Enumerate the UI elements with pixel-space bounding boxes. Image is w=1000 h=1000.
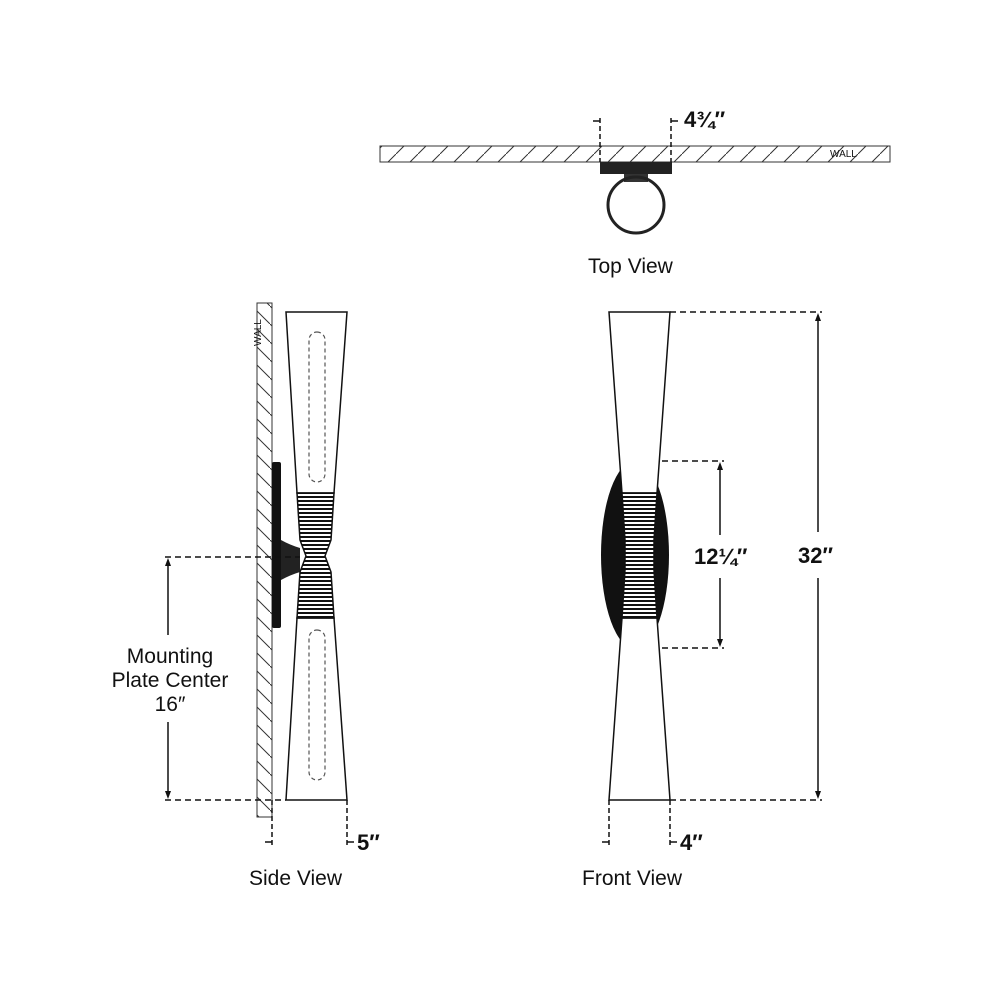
wall-section	[256, 302, 273, 818]
upper-shade	[285, 311, 348, 494]
wall-section	[379, 145, 891, 163]
shade-circle	[606, 175, 666, 235]
backplate-height-dimension: 12¼″	[694, 544, 748, 569]
woven-center	[296, 492, 335, 619]
top-view-wall-label: WALL	[830, 149, 857, 160]
front-view-title: Front View	[582, 867, 682, 890]
side-view-title: Side View	[249, 867, 343, 890]
woven-center	[621, 492, 658, 619]
top-view-drawing	[379, 118, 891, 235]
mounting-label-line2: Plate Center	[111, 669, 229, 692]
lower-shade	[608, 617, 671, 801]
mounting-plate	[600, 162, 672, 174]
mounting-height-dimension: 16″	[154, 693, 186, 716]
side-view-wall-label: WALL	[253, 319, 264, 346]
side-view-depth-dimension: 5″	[357, 830, 380, 855]
front-view-width-dimension: 4″	[680, 830, 703, 855]
top-view-title: Top View	[588, 255, 673, 278]
top-view-width-dimension: 4¾″	[684, 107, 726, 132]
front-view-drawing	[601, 311, 822, 845]
upper-shade	[608, 311, 671, 494]
overall-height-dimension: 32″	[798, 543, 834, 568]
lower-shade	[285, 617, 348, 801]
mounting-label-line1: Mounting	[126, 645, 214, 668]
mounting-plate	[272, 462, 281, 628]
side-view-drawing	[165, 302, 354, 845]
